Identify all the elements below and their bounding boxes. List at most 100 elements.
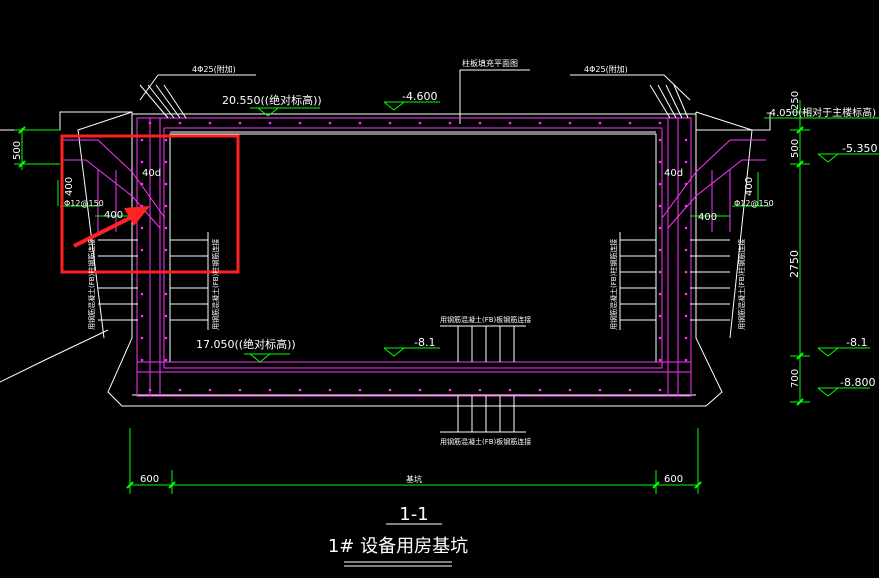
dim-400-left-h: 400 [104, 210, 123, 221]
rebar-dot [684, 182, 688, 186]
rebar-dot [658, 121, 662, 125]
rebar-dot [140, 226, 144, 230]
rebar-right-side: Φ12@150 [734, 199, 774, 208]
rebar-dot [658, 138, 662, 142]
rebar-dot [140, 248, 144, 252]
dim-40d-right: 40d [664, 168, 683, 179]
rebar-dot [328, 388, 332, 392]
drawing-title-block: 1-1 1# 设备用房基坑 [328, 504, 468, 567]
rebar-dot [658, 270, 662, 274]
rebar-dot [164, 160, 168, 164]
elev-right-5350: -5.350 [842, 142, 877, 155]
wall-note-left-inner: 用钢筋混凝土(FB)柱钢筋连接 [211, 239, 220, 330]
rebar-dot [684, 336, 688, 340]
rebar-dot [388, 388, 392, 392]
rebar-dot [164, 358, 168, 362]
rebar-dot [478, 121, 482, 125]
rebar-dots [140, 121, 688, 392]
rebar-dot [684, 138, 688, 142]
rebar-dot [684, 226, 688, 230]
highlight-arrow-head [124, 206, 150, 226]
elev-bottom-rel: -8.1 [414, 336, 435, 349]
rebar-dot [658, 248, 662, 252]
rebar-dot [658, 358, 662, 362]
rebar-dot [508, 121, 512, 125]
rebar-dot [684, 314, 688, 318]
rebar-dot [658, 204, 662, 208]
highlight-annotation [60, 134, 240, 274]
elev-top-rel: -4.600 [402, 90, 437, 103]
rebar-dot [598, 388, 602, 392]
rebar-dot [478, 388, 482, 392]
dim-40d-left: 40d [142, 168, 161, 179]
elev-bottom-abs: 17.050((绝对标高)) [196, 337, 296, 351]
rebar-dot [164, 138, 168, 142]
rebar-dot [164, 226, 168, 230]
dim-400-left-v: 400 [64, 177, 75, 196]
highlight-arrow-shaft [73, 214, 135, 248]
rebar-dot [418, 388, 422, 392]
rebar-dot [448, 121, 452, 125]
rebar-cage [62, 117, 766, 397]
note-top-center: 柱板填充平面图 [462, 58, 518, 68]
dim-600-right: 600 [664, 474, 683, 485]
elev-top-abs: 20.550((绝对标高)) [222, 93, 322, 107]
rebar-dot [388, 121, 392, 125]
rebar-dot [658, 314, 662, 318]
title-name: 1# 设备用房基坑 [328, 536, 468, 557]
pit-outline [0, 69, 771, 407]
rebar-dot [164, 248, 168, 252]
rebar-dot [598, 121, 602, 125]
rebar-dot [358, 121, 362, 125]
dimension-lines [14, 100, 879, 494]
wall-note-left-outer: 用钢筋混凝土(FB)柱钢筋连接 [87, 239, 96, 330]
rebar-dot [140, 160, 144, 164]
rebar-dot [448, 388, 452, 392]
rebar-label-right-top: 4Φ25(附加) [584, 64, 628, 74]
rebar-dot [684, 160, 688, 164]
title-number: 1-1 [399, 504, 428, 525]
rebar-dot [418, 121, 422, 125]
rebar-dot [538, 121, 542, 125]
rebar-dot [358, 388, 362, 392]
rebar-dot [164, 182, 168, 186]
rebar-dot [298, 121, 302, 125]
rebar-dot [208, 121, 212, 125]
rebar-dot [508, 388, 512, 392]
rebar-dot [568, 121, 572, 125]
wall-note-right-outer: 用钢筋混凝土(FB)柱钢筋连接 [737, 239, 746, 330]
rebar-dot [238, 121, 242, 125]
rebar-dot [140, 182, 144, 186]
elev-right-8800: -8.800 [840, 376, 875, 389]
rebar-dot [298, 388, 302, 392]
rebar-dot [164, 336, 168, 340]
dim-400-right-v: 400 [744, 177, 755, 196]
elev-right-top: -4.050(相对于主楼标高) [766, 106, 876, 119]
rebar-dot [658, 160, 662, 164]
dim-500-right: 500 [790, 139, 801, 158]
rebar-dot [164, 292, 168, 296]
rebar-dot [658, 226, 662, 230]
rebar-dot [658, 336, 662, 340]
rebar-dot [140, 138, 144, 142]
rebar-dot [658, 292, 662, 296]
rebar-dot [538, 388, 542, 392]
dim-2750: 2750 [788, 250, 801, 278]
rebar-dot [140, 314, 144, 318]
rebar-dot [628, 388, 632, 392]
rebar-dot [148, 388, 152, 392]
slab-note-bottom: 用钢筋混凝土(FB)板钢筋连接 [440, 437, 531, 446]
rebar-dot [164, 314, 168, 318]
rebar-dot [140, 292, 144, 296]
rebar-dot [568, 388, 572, 392]
embed-bars [98, 74, 730, 433]
rebar-dot [684, 248, 688, 252]
elev-right-81: -8.1 [846, 336, 867, 349]
dim-center: 基坑 [406, 474, 422, 484]
dim-600-left: 600 [140, 474, 159, 485]
dim-400-right-h: 400 [698, 212, 717, 223]
rebar-dot [628, 121, 632, 125]
rebar-dot [140, 358, 144, 362]
rebar-dot [268, 121, 272, 125]
